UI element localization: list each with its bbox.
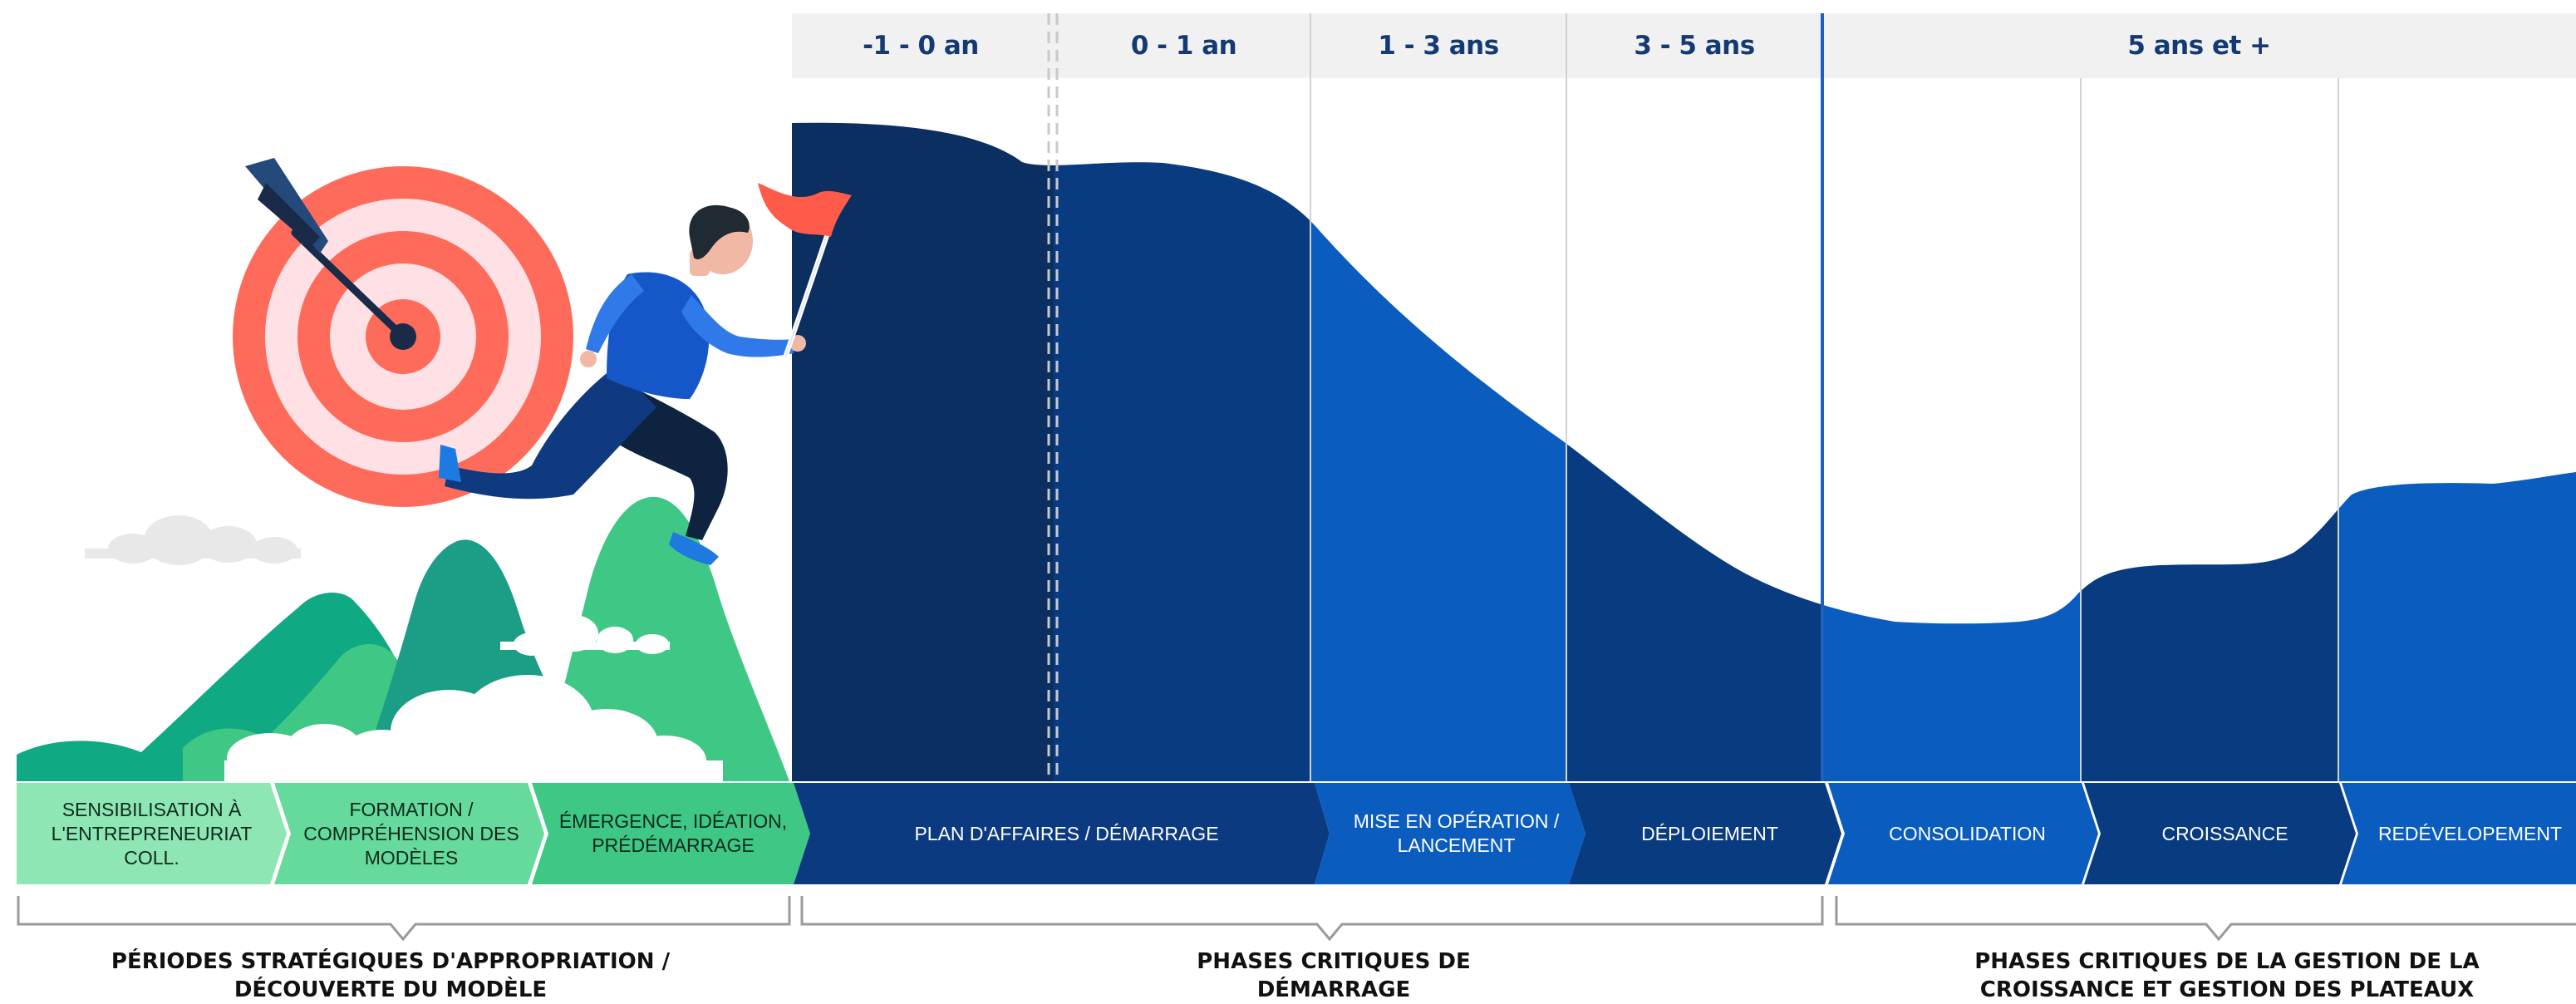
timeline-header-label: 0 - 1 an [1130, 31, 1237, 61]
chevron-shape [794, 783, 1330, 884]
chevron-shape [2342, 783, 2576, 884]
chevron-shape [1828, 783, 2098, 884]
chevron-shape [532, 783, 810, 884]
phase-label: Consolidation [1889, 822, 2046, 844]
timeline-header-label: 1 - 3 ans [1378, 31, 1499, 61]
phase-label: Émergence, idéation, prédémarrage [558, 810, 788, 856]
phase-label: Formation / compréhension des modèles [303, 798, 519, 869]
group-label: Périodes stratégiques d'appropriation / … [111, 949, 671, 1002]
chevron-shape [17, 783, 287, 884]
phase-label: Plan d'affaires / démarrage [914, 822, 1219, 844]
group-label: Phases critiques de démarrage [1197, 949, 1471, 1002]
chevron-shape [1315, 783, 1585, 884]
timeline-header-band [792, 13, 2576, 78]
phase-label: Redévelopement [2377, 822, 2563, 844]
group-label: Phases critiques de la gestion de la cro… [1974, 949, 2480, 1002]
group-brackets [17, 896, 2576, 942]
flag-icon [758, 183, 852, 358]
area-curve [792, 122, 2576, 781]
cloud-icon [85, 515, 301, 565]
phase-label: Sensibilisation à l'entrepreneuriat coll… [51, 798, 253, 869]
chevron-shape [2084, 783, 2356, 884]
timeline-header-label: -1 - 0 an [863, 31, 979, 61]
cloud-icon [500, 615, 670, 656]
runner-icon [439, 204, 806, 565]
cloud-icon [224, 675, 723, 785]
timeline-header-label: 5 ans et + [2127, 31, 2271, 61]
phase-label: Croissance [2161, 822, 2288, 844]
timeline-header-label: 3 - 5 ans [1634, 31, 1755, 61]
phase-label: Déploiement [1641, 822, 1778, 844]
arrow-icon [245, 158, 407, 341]
phase-label: Mise en opération / lancement [1353, 810, 1560, 856]
chevron-shape [1569, 783, 1841, 884]
phase-chevrons [17, 783, 2576, 884]
chevron-shape [274, 783, 544, 884]
